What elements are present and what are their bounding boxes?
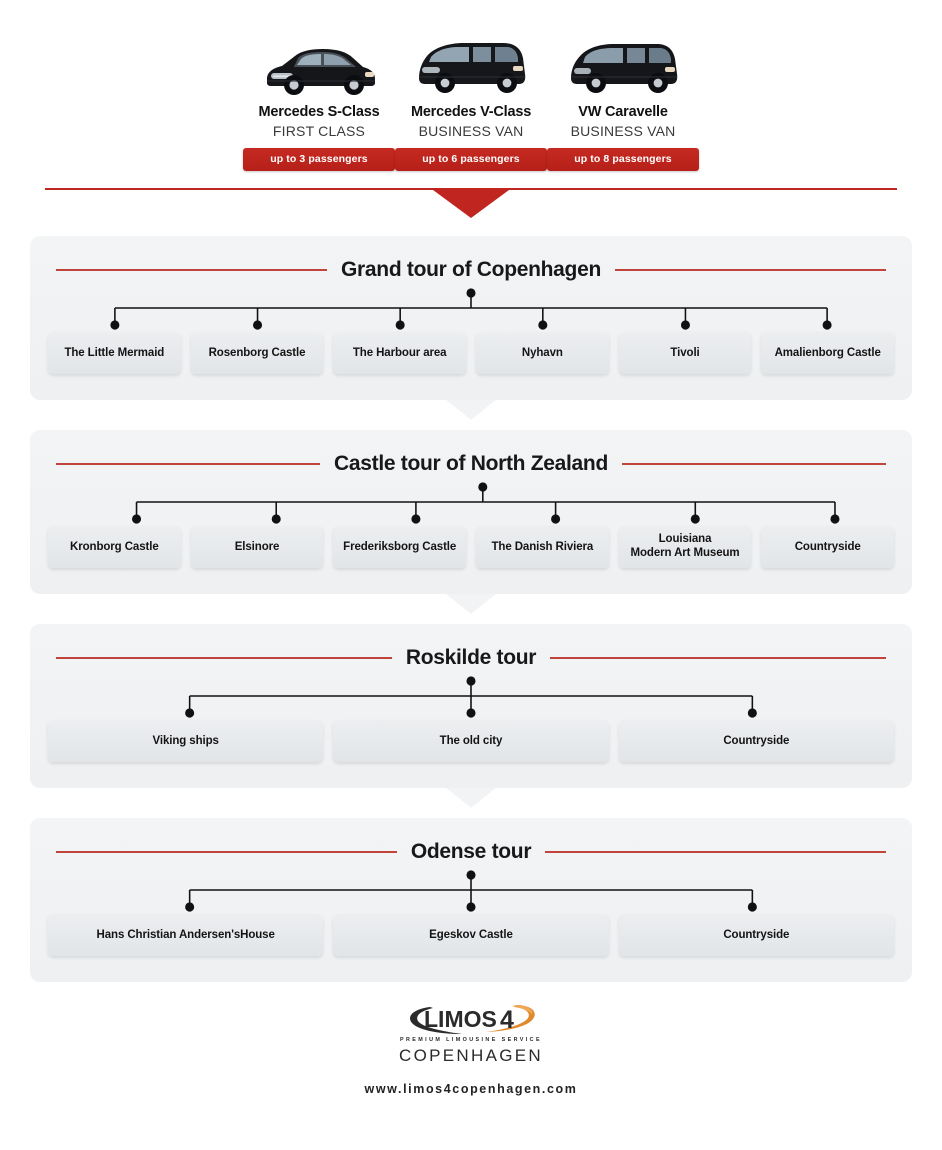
vehicle-category: FIRST CLASS xyxy=(272,123,366,140)
vehicle-name: VW Caravelle xyxy=(578,104,668,120)
logo-city: COPENHAGEN xyxy=(399,1045,543,1065)
tour-connector-tree xyxy=(48,288,894,332)
section-chevron-icon xyxy=(0,400,942,430)
section-chevron-icon xyxy=(0,788,942,818)
tour-connector-tree xyxy=(48,482,894,526)
vehicle-capacity-badge: up to 6 passengers xyxy=(395,147,547,171)
tour-title-row: Roskilde tour xyxy=(48,646,894,670)
tour-stop-card[interactable]: Kronborg Castle xyxy=(48,525,181,568)
tour-stop-card[interactable]: Rosenborg Castle xyxy=(190,331,324,374)
sedan-car-icon xyxy=(243,22,395,100)
tour-section-1: Castle tour of North Zealand xyxy=(0,429,942,624)
vehicle-capacity-badge: up to 3 passengers xyxy=(243,147,395,171)
tour-stop-card[interactable]: Countryside xyxy=(761,525,895,568)
tour-section-3: Odense tour xyxy=(0,817,942,982)
tour-title: Castle tour of North Zealand xyxy=(334,451,608,475)
tour-title: Grand tour of Copenhagen xyxy=(341,257,601,281)
tour-stops: The Little Mermaid Rosenborg Castle The … xyxy=(48,331,895,374)
tour-stops: Hans Christian Andersen'sHouse Egeskov C… xyxy=(48,913,894,956)
van-icon xyxy=(547,22,699,100)
tour-title-row: Grand tour of Copenhagen xyxy=(48,258,894,282)
tour-section-0: Grand tour of Copenhagen xyxy=(0,235,942,430)
divider-line xyxy=(45,187,897,190)
title-rule-left xyxy=(56,656,392,659)
website-url: www.limos4copenhagen.com xyxy=(364,1081,578,1096)
tour-stop-card[interactable]: The old city xyxy=(333,719,609,762)
title-rule-right xyxy=(614,268,886,271)
vehicle-name: Mercedes S-Class xyxy=(258,104,380,120)
tour-connector-tree xyxy=(48,676,894,720)
vehicle-category: BUSINESS VAN xyxy=(570,123,676,140)
tour-stop-card[interactable]: Frederiksborg Castle xyxy=(333,525,467,568)
fleet-row: Mercedes S-Class FIRST CLASS up to 3 pas… xyxy=(0,0,942,171)
title-rule-left xyxy=(56,462,321,465)
svg-text:LIMOS: LIMOS xyxy=(424,1006,497,1032)
tour-title: Roskilde tour xyxy=(405,645,537,669)
footer: LIMOS 4 PREMIUM LIMOUSINE SERVICE COPENH… xyxy=(0,982,942,1096)
tour-stop-card[interactable]: Hans Christian Andersen'sHouse xyxy=(48,913,324,956)
tour-connector-tree xyxy=(48,870,894,914)
tour-stops: Kronborg Castle Elsinore Frederiksborg C… xyxy=(48,525,895,568)
title-rule-left xyxy=(56,850,397,853)
tour-stop-card[interactable]: The Little Mermaid xyxy=(48,331,181,374)
tour-stop-card[interactable]: Elsinore xyxy=(190,525,324,568)
tour-title-row: Castle tour of North Zealand xyxy=(48,452,894,476)
vehicle-name: Mercedes V-Class xyxy=(410,104,532,120)
vehicle-card-0: Mercedes S-Class FIRST CLASS up to 3 pas… xyxy=(243,22,395,171)
limos4-logo-icon: LIMOS 4 xyxy=(400,1000,542,1040)
tour-stop-card[interactable]: Amalienborg Castle xyxy=(761,331,895,374)
tour-title: Odense tour xyxy=(410,839,532,863)
tour-section-2: Roskilde tour xyxy=(0,623,942,818)
title-rule-right xyxy=(621,462,887,465)
tour-stop-card[interactable]: Egeskov Castle xyxy=(333,913,609,956)
tour-stop-card[interactable]: Nyhavn xyxy=(476,331,609,374)
tours-list: Grand tour of Copenhagen xyxy=(0,235,942,982)
tour-stops: Viking ships The old city Countryside xyxy=(48,719,894,762)
vehicle-category: BUSINESS VAN xyxy=(418,123,524,140)
vehicle-capacity-badge: up to 8 passengers xyxy=(547,147,699,171)
tour-stop-card[interactable]: Tivoli xyxy=(618,331,752,374)
title-rule-right xyxy=(550,656,887,659)
vehicle-card-1: Mercedes V-Class BUSINESS VAN up to 6 pa… xyxy=(395,22,547,171)
tour-stop-card[interactable]: Countryside xyxy=(618,719,894,762)
section-divider-arrow xyxy=(45,187,897,218)
brand-logo: LIMOS 4 PREMIUM LIMOUSINE SERVICE COPENH… xyxy=(399,1000,543,1066)
title-rule-right xyxy=(545,850,887,853)
svg-text:4: 4 xyxy=(500,1006,514,1034)
van-icon xyxy=(395,22,547,100)
vehicle-card-2: VW Caravelle BUSINESS VAN up to 8 passen… xyxy=(547,22,699,171)
logo-tagline: PREMIUM LIMOUSINE SERVICE xyxy=(400,1036,542,1043)
down-arrow-icon xyxy=(433,189,509,218)
tour-stop-card[interactable]: Viking ships xyxy=(48,719,324,762)
tour-stop-card[interactable]: The Harbour area xyxy=(333,331,467,374)
tour-stop-card[interactable]: Countryside xyxy=(618,913,894,956)
tour-stop-card[interactable]: The Danish Riviera xyxy=(476,525,609,568)
tour-title-row: Odense tour xyxy=(48,840,894,864)
section-chevron-icon xyxy=(0,594,942,624)
title-rule-left xyxy=(56,268,328,271)
